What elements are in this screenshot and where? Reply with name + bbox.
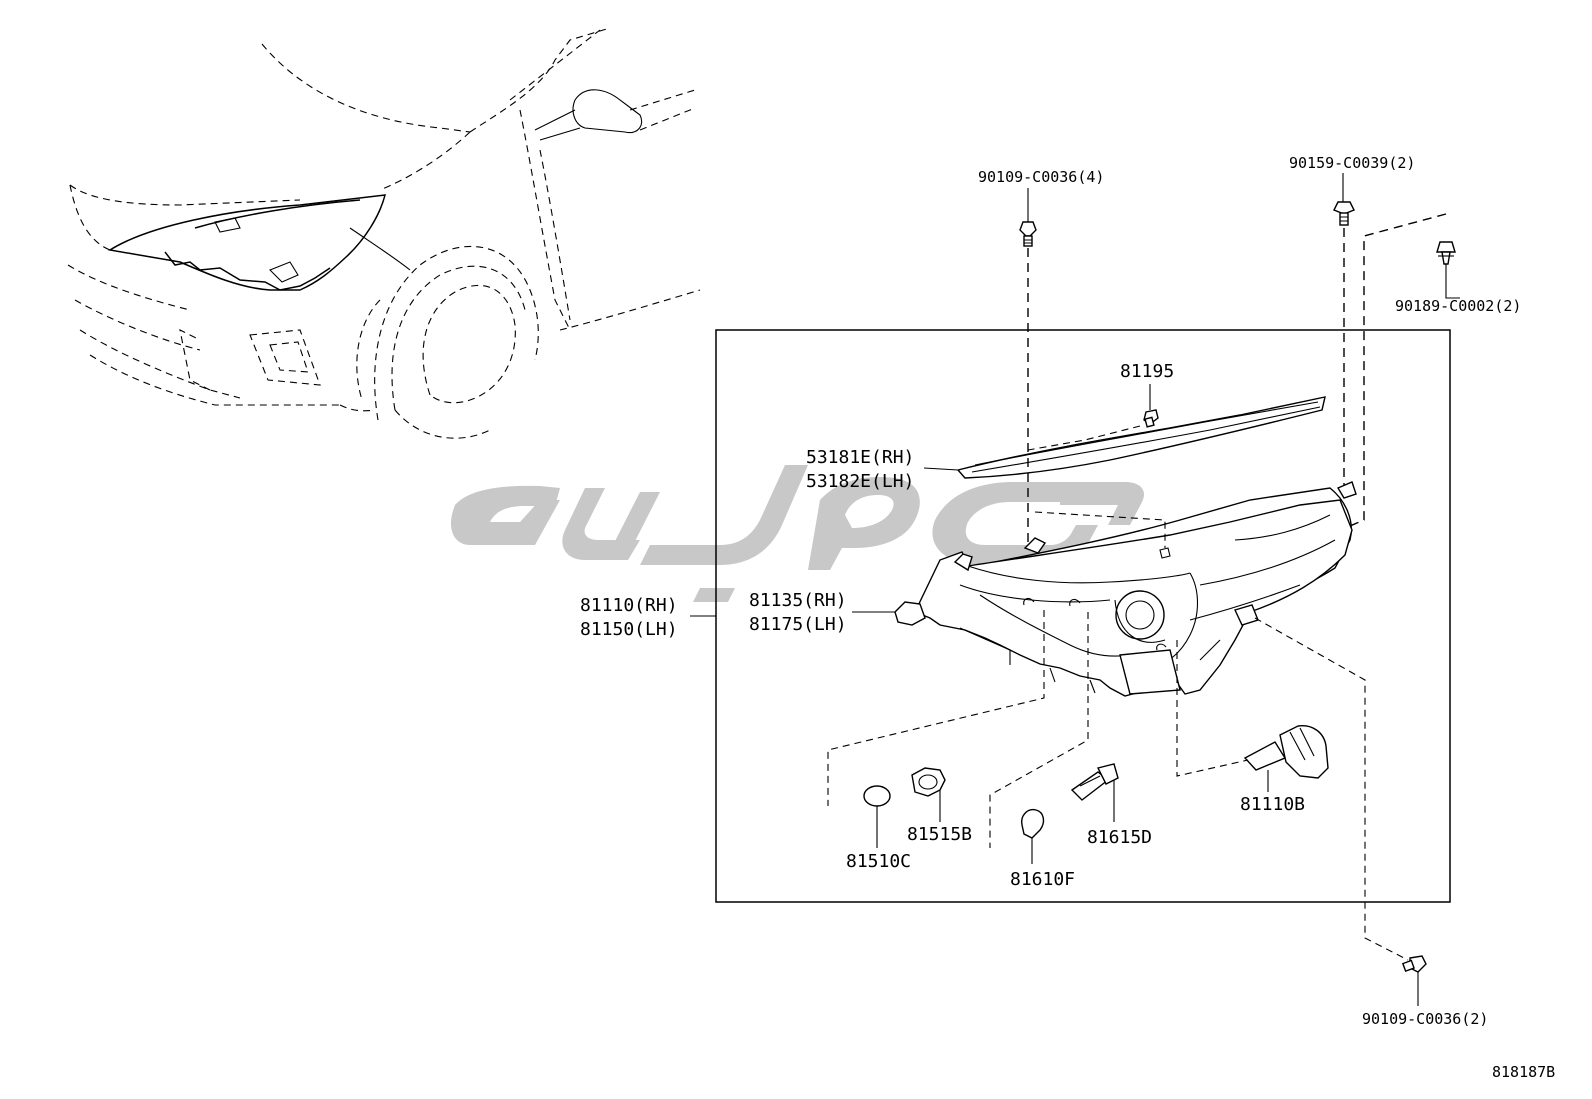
- headlamp-molding: [956, 396, 1326, 479]
- callout-labels: 90109-C0036(4) 90159-C0039(2) 90189-C000…: [580, 154, 1555, 1081]
- label-unit-lh: 81150(LH): [580, 619, 678, 640]
- bulb-81610f: [1021, 808, 1045, 839]
- label-socket-81515b: 81515B: [907, 824, 972, 845]
- label-molding-rh: 53181E(RH): [806, 447, 914, 468]
- leader-lines: [690, 173, 1460, 1006]
- label-bulb-81510c: 81510C: [846, 851, 911, 872]
- bulb-81510c: [863, 785, 891, 807]
- clip-90189: [1436, 241, 1456, 265]
- label-bulb-81610f: 81610F: [1010, 869, 1075, 890]
- label-unit-rh: 81110(RH): [580, 595, 678, 616]
- diagram-reference-code: 818187B: [1492, 1063, 1555, 1081]
- socket-81515b: [911, 767, 946, 797]
- label-molding-screw: 81195: [1120, 361, 1174, 382]
- label-lamp-lh: 81175(LH): [749, 614, 847, 635]
- socket-81615d: [1070, 763, 1119, 801]
- label-lower-bolt: 90109-C0036(2): [1362, 1010, 1488, 1028]
- label-socket-81615d: 81615D: [1087, 827, 1152, 848]
- bulb-81110b: [1243, 725, 1329, 779]
- label-clip: 90189-C0002(2): [1395, 297, 1521, 315]
- car-front-illustration: [67, 27, 701, 439]
- screw-90159: [1333, 201, 1355, 226]
- label-bulb-81110b: 81110B: [1240, 794, 1305, 815]
- label-clip-screw: 90159-C0039(2): [1289, 154, 1415, 172]
- label-lamp-rh: 81135(RH): [749, 590, 847, 611]
- bolt-90109-top: [1019, 221, 1037, 247]
- label-molding-lh: 53182E(LH): [806, 471, 914, 492]
- bolt-90109-lower: [1401, 955, 1427, 973]
- watermark-logo: [450, 465, 1145, 602]
- screw-81195: [1143, 409, 1159, 428]
- headlamp-assembly: [894, 481, 1357, 697]
- label-hood-bolt: 90109-C0036(4): [978, 168, 1104, 186]
